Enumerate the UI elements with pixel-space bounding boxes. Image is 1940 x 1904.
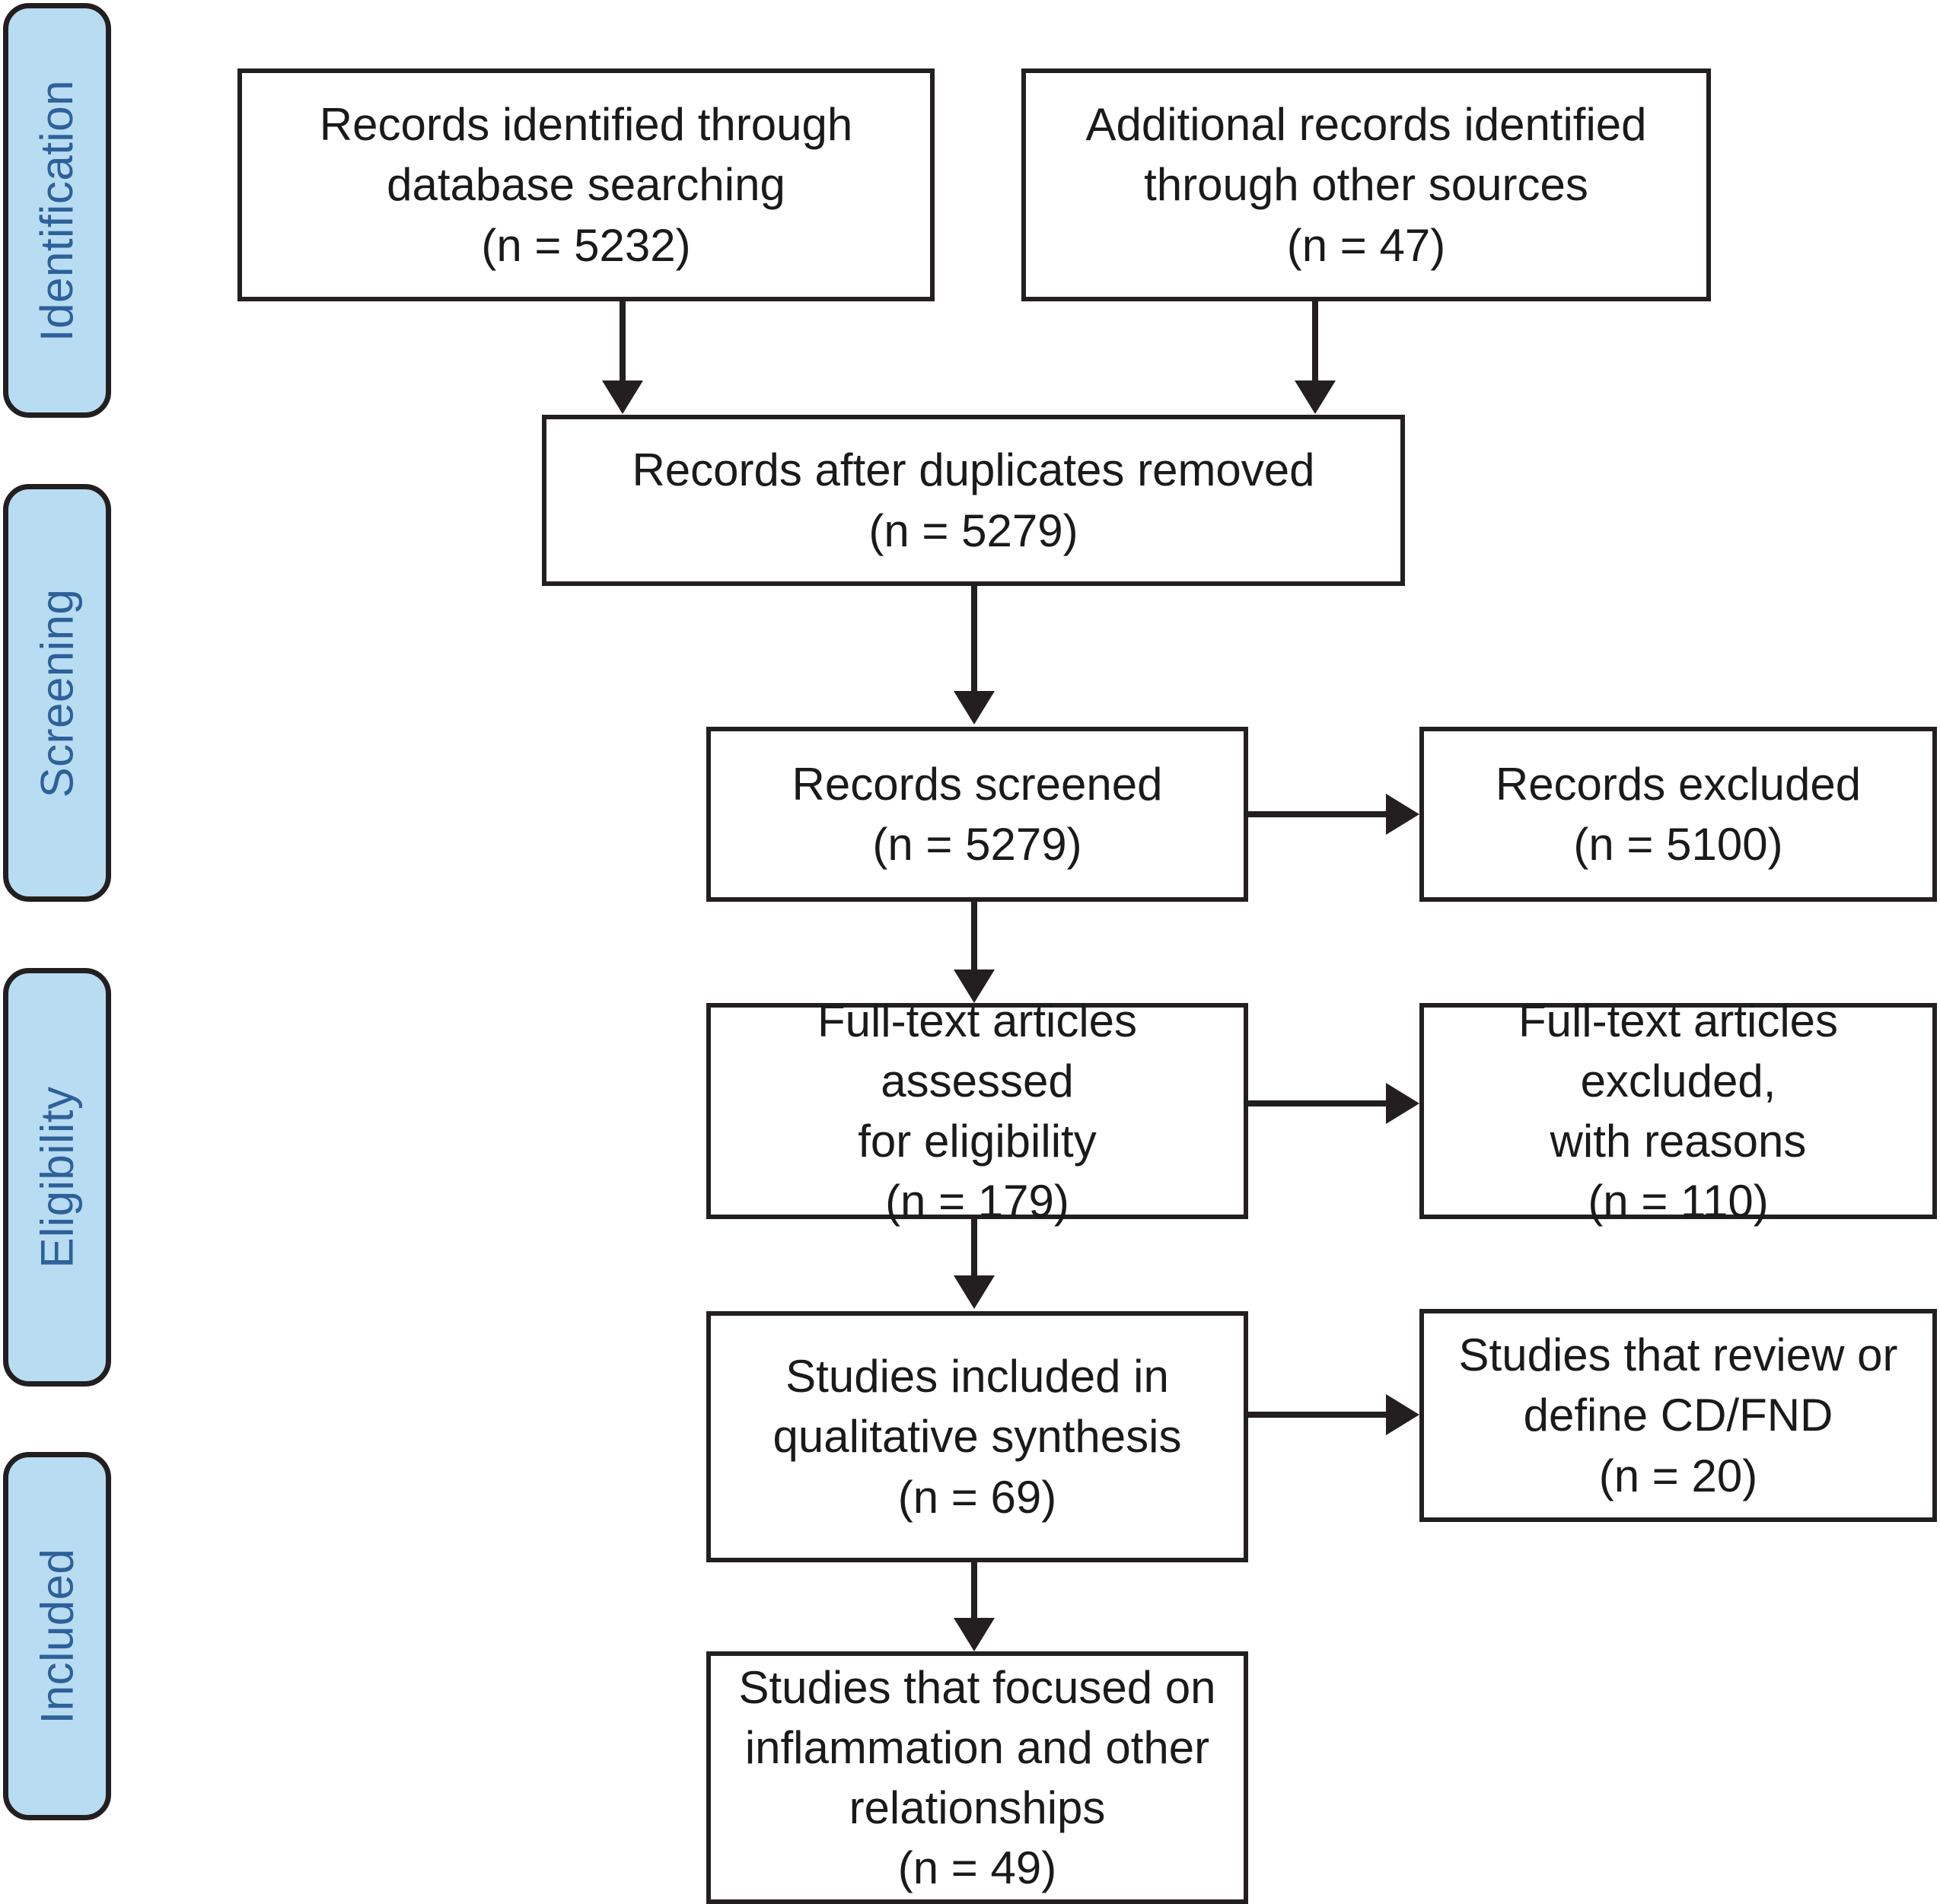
box-records-excluded-text: Records excluded (n = 5100) [1495,758,1862,870]
stage-label-identification: Identification [3,3,111,418]
box-fulltext-assessed-text: Full-text articles assessed for eligibil… [817,995,1138,1227]
connector-screened-to-excluded [1245,811,1390,817]
connector-qualitative-to-review [1245,1412,1390,1418]
stage-label-eligibility-text: Eligibility [31,1086,83,1269]
stage-label-eligibility: Eligibility [3,968,111,1387]
stage-label-included-text: Included [31,1548,83,1724]
connector-fulltext-to-qualitative [971,1219,977,1280]
arrowhead-qualitative-to-review [1386,1394,1419,1435]
box-fulltext-excluded: Full-text articles excluded, with reason… [1419,995,1937,1227]
box-fulltext-excluded-text: Full-text articles excluded, with reason… [1518,995,1839,1227]
connector-database-to-duplicates [620,301,626,387]
box-records-screened-text: Records screened (n = 5279) [792,758,1163,870]
connector-qualitative-to-inflammation [971,1562,977,1622]
arrowhead-screened-to-fulltext [954,970,995,1003]
box-records-screened: Records screened (n = 5279) [706,727,1248,902]
box-records-other-sources: Additional records identified through ot… [1021,68,1711,301]
box-studies-review-define-text: Studies that review or define CD/FND (n … [1458,1329,1898,1501]
connector-duplicates-to-screened [971,586,977,696]
box-records-database: Records identified through database sear… [237,68,935,301]
box-records-after-duplicates-text: Records after duplicates removed (n = 52… [632,444,1315,556]
box-records-other-sources-text: Additional records identified through ot… [1085,99,1647,271]
arrowhead-fulltext-to-qualitative [954,1275,995,1309]
connector-screened-to-fulltext [971,902,977,974]
connector-other-sources-to-duplicates [1312,301,1318,387]
stage-label-included: Included [3,1452,111,1820]
arrowhead-other-sources-to-duplicates [1295,380,1336,414]
stage-label-screening: Screening [3,484,111,902]
arrowhead-qualitative-to-inflammation [954,1618,995,1651]
box-records-after-duplicates: Records after duplicates removed (n = 52… [542,415,1405,586]
arrowhead-screened-to-excluded [1386,794,1419,835]
stage-label-identification-text: Identification [31,79,83,342]
box-fulltext-assessed: Full-text articles assessed for eligibil… [706,995,1248,1227]
box-studies-qualitative-text: Studies included in qualitative synthesi… [772,1351,1182,1523]
connector-fulltext-to-excluded [1245,1100,1390,1106]
box-studies-inflammation-text: Studies that focused on inflammation and… [738,1661,1216,1894]
box-studies-review-define: Studies that review or define CD/FND (n … [1419,1309,1937,1522]
box-studies-qualitative: Studies included in qualitative synthesi… [706,1311,1248,1562]
stage-label-screening-text: Screening [31,588,82,798]
box-records-database-text: Records identified through database sear… [319,99,853,271]
box-records-excluded: Records excluded (n = 5100) [1419,727,1937,902]
arrowhead-duplicates-to-screened [954,691,995,724]
arrowhead-database-to-duplicates [602,380,643,414]
arrowhead-fulltext-to-excluded [1386,1083,1419,1124]
box-studies-inflammation: Studies that focused on inflammation and… [706,1651,1248,1904]
